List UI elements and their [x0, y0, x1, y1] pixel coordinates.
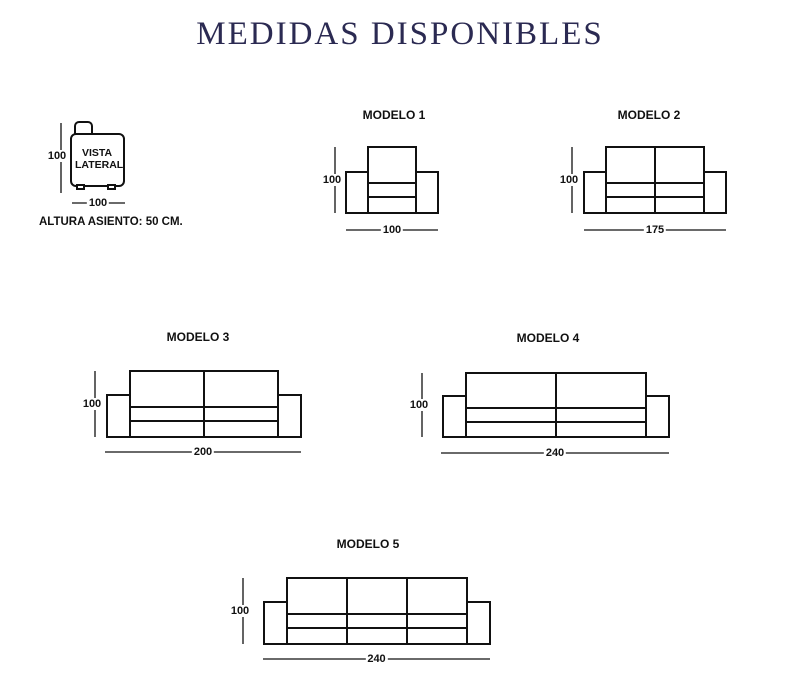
side-view-leg: [107, 184, 116, 190]
model-2-left-arm: [583, 171, 607, 214]
model-5-label: MODELO 5: [336, 537, 400, 551]
model-5-width: 240: [365, 653, 388, 665]
model-5-height: 100: [228, 605, 252, 617]
model-3-left-arm: [106, 394, 131, 438]
model-2-right-arm: [703, 171, 727, 214]
side-view-body: [70, 133, 125, 187]
model-3-width: 200: [191, 446, 215, 458]
model-4-right-arm: [645, 395, 670, 438]
model-3-right-arm: [277, 394, 302, 438]
side-view-label-line1: VISTA: [82, 147, 113, 159]
model-1-width: 100: [380, 224, 404, 236]
model-4-label: MODELO 4: [516, 331, 580, 345]
seat-height-note: ALTURA ASIENTO: 50 CM.: [39, 216, 183, 228]
model-5-body: [286, 577, 468, 645]
side-view-depth: 100: [86, 197, 110, 209]
side-view-height: 100: [45, 150, 69, 162]
model-4-width: 240: [543, 447, 567, 459]
model-4-left-arm: [442, 395, 467, 438]
model-2-label: MODELO 2: [617, 108, 681, 122]
model-5-right-arm: [466, 601, 491, 645]
model-1-right-arm: [415, 171, 439, 214]
model-1-label: MODELO 1: [362, 108, 426, 122]
model-2-width: 175: [643, 224, 667, 236]
model-4-height: 100: [407, 399, 431, 411]
side-view-label: VISTA LATERAL: [75, 147, 123, 171]
model-1-height: 100: [320, 174, 344, 186]
page-title: MEDIDAS DISPONIBLES: [196, 16, 604, 52]
model-2-height: 100: [557, 174, 581, 186]
side-view-leg: [76, 184, 85, 190]
model-1-left-arm: [345, 171, 369, 214]
model-1-body: [367, 146, 417, 214]
side-view-label-line2: LATERAL: [75, 159, 124, 171]
model-3-height: 100: [80, 398, 104, 410]
model-3-label: MODELO 3: [166, 330, 230, 344]
model-5-left-arm: [263, 601, 288, 645]
